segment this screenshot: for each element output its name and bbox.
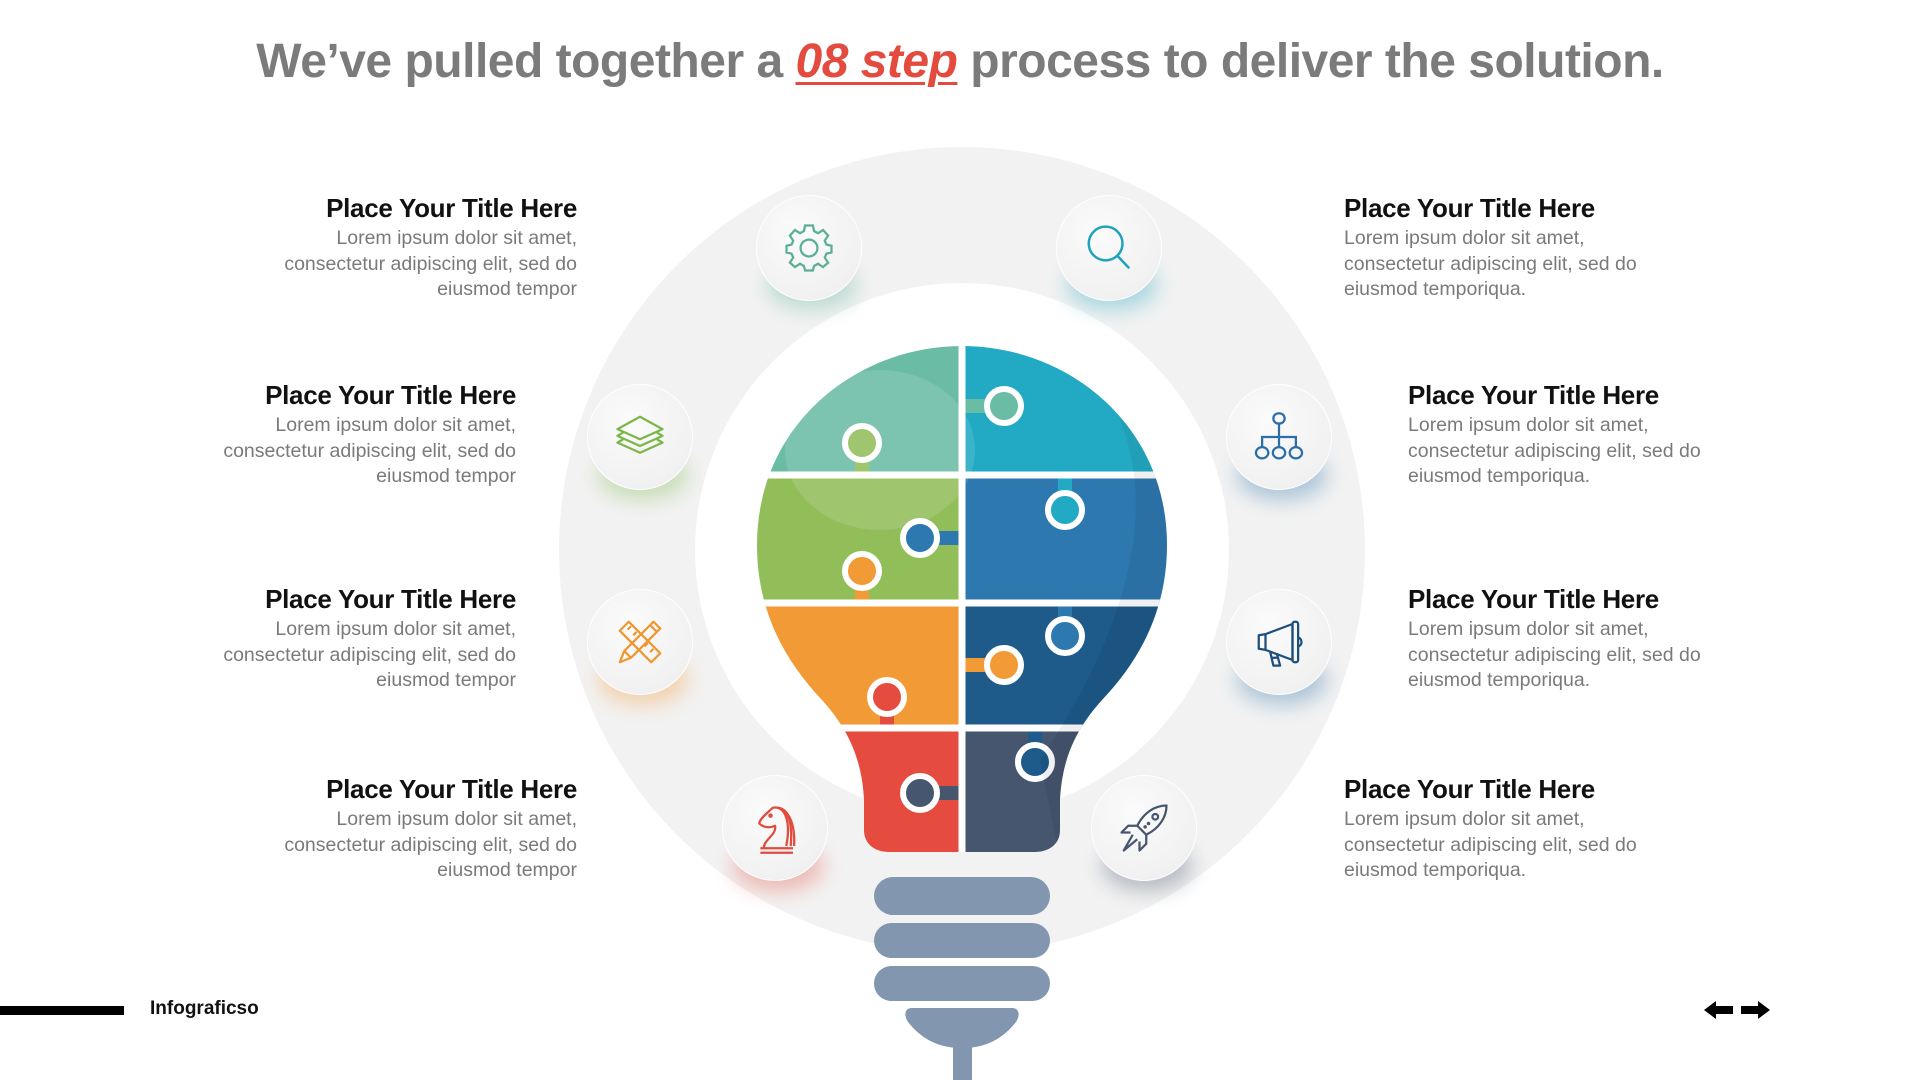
- step-2-icon-bubble: [587, 384, 693, 490]
- step-6-text: Place Your Title Here Lorem ipsum dolor …: [1408, 379, 1748, 490]
- step-1-icon-bubble: [756, 195, 862, 301]
- bulb-base: [874, 877, 1050, 1080]
- step-3-icon-bubble: [587, 589, 693, 695]
- next-slide-button[interactable]: [1739, 999, 1771, 1021]
- step-4-text: Place Your Title Here Lorem ipsum dolor …: [237, 773, 577, 884]
- brand-name: Infograficso: [150, 998, 259, 1019]
- title-accent: 08 step: [795, 35, 958, 88]
- step-4-icon-bubble: [722, 775, 828, 881]
- step-title: Place Your Title Here: [326, 193, 577, 223]
- step-description: Lorem ipsum dolor sit amet, consectetur …: [223, 414, 516, 487]
- previous-slide-button[interactable]: [1703, 999, 1735, 1021]
- step-8-text: Place Your Title Here Lorem ipsum dolor …: [1344, 773, 1684, 884]
- rocket-icon: [1120, 804, 1168, 852]
- step-5-text: Place Your Title Here Lorem ipsum dolor …: [1344, 192, 1684, 303]
- step-description: Lorem ipsum dolor sit amet, consectetur …: [223, 618, 516, 691]
- step-title: Place Your Title Here: [1408, 380, 1659, 410]
- step-title: Place Your Title Here: [265, 584, 516, 614]
- step-description: Lorem ipsum dolor sit amet, consectetur …: [1344, 808, 1637, 881]
- step-title: Place Your Title Here: [1408, 584, 1659, 614]
- megaphone-icon: [1257, 620, 1303, 667]
- step-description: Lorem ipsum dolor sit amet, consectetur …: [1408, 618, 1701, 691]
- title-suffix: process to deliver the solution.: [957, 35, 1664, 88]
- step-title: Place Your Title Here: [1344, 193, 1595, 223]
- step-8-icon-bubble: [1091, 775, 1197, 881]
- step-6-icon-bubble: [1226, 384, 1332, 490]
- gear-icon: [785, 224, 833, 272]
- step-description: Lorem ipsum dolor sit amet, consectetur …: [284, 227, 577, 300]
- step-7-text: Place Your Title Here Lorem ipsum dolor …: [1408, 583, 1748, 694]
- search-icon: [1087, 225, 1131, 270]
- pencil-ruler-icon: [618, 620, 662, 664]
- step-1-text: Place Your Title Here Lorem ipsum dolor …: [237, 192, 577, 303]
- step-3-text: Place Your Title Here Lorem ipsum dolor …: [176, 583, 516, 694]
- arrow-right-icon: [1741, 1001, 1770, 1019]
- step-5-icon-bubble: [1056, 195, 1162, 301]
- step-description: Lorem ipsum dolor sit amet, consectetur …: [284, 808, 577, 881]
- arrow-left-icon: [1704, 1001, 1733, 1019]
- step-2-text: Place Your Title Here Lorem ipsum dolor …: [176, 379, 516, 490]
- page-title: We’ve pulled together a 08 step process …: [0, 34, 1920, 89]
- title-prefix: We’ve pulled together a: [256, 35, 796, 88]
- step-description: Lorem ipsum dolor sit amet, consectetur …: [1344, 227, 1637, 300]
- layers-icon: [616, 415, 664, 454]
- step-description: Lorem ipsum dolor sit amet, consectetur …: [1408, 414, 1701, 487]
- piece-low-left: [757, 603, 962, 728]
- step-7-icon-bubble: [1226, 589, 1332, 695]
- step-title: Place Your Title Here: [1344, 774, 1595, 804]
- chess-knight-icon: [758, 806, 796, 854]
- footer-accent-bar: [0, 1006, 124, 1015]
- step-title: Place Your Title Here: [265, 380, 516, 410]
- hierarchy-icon: [1254, 412, 1304, 460]
- step-title: Place Your Title Here: [326, 774, 577, 804]
